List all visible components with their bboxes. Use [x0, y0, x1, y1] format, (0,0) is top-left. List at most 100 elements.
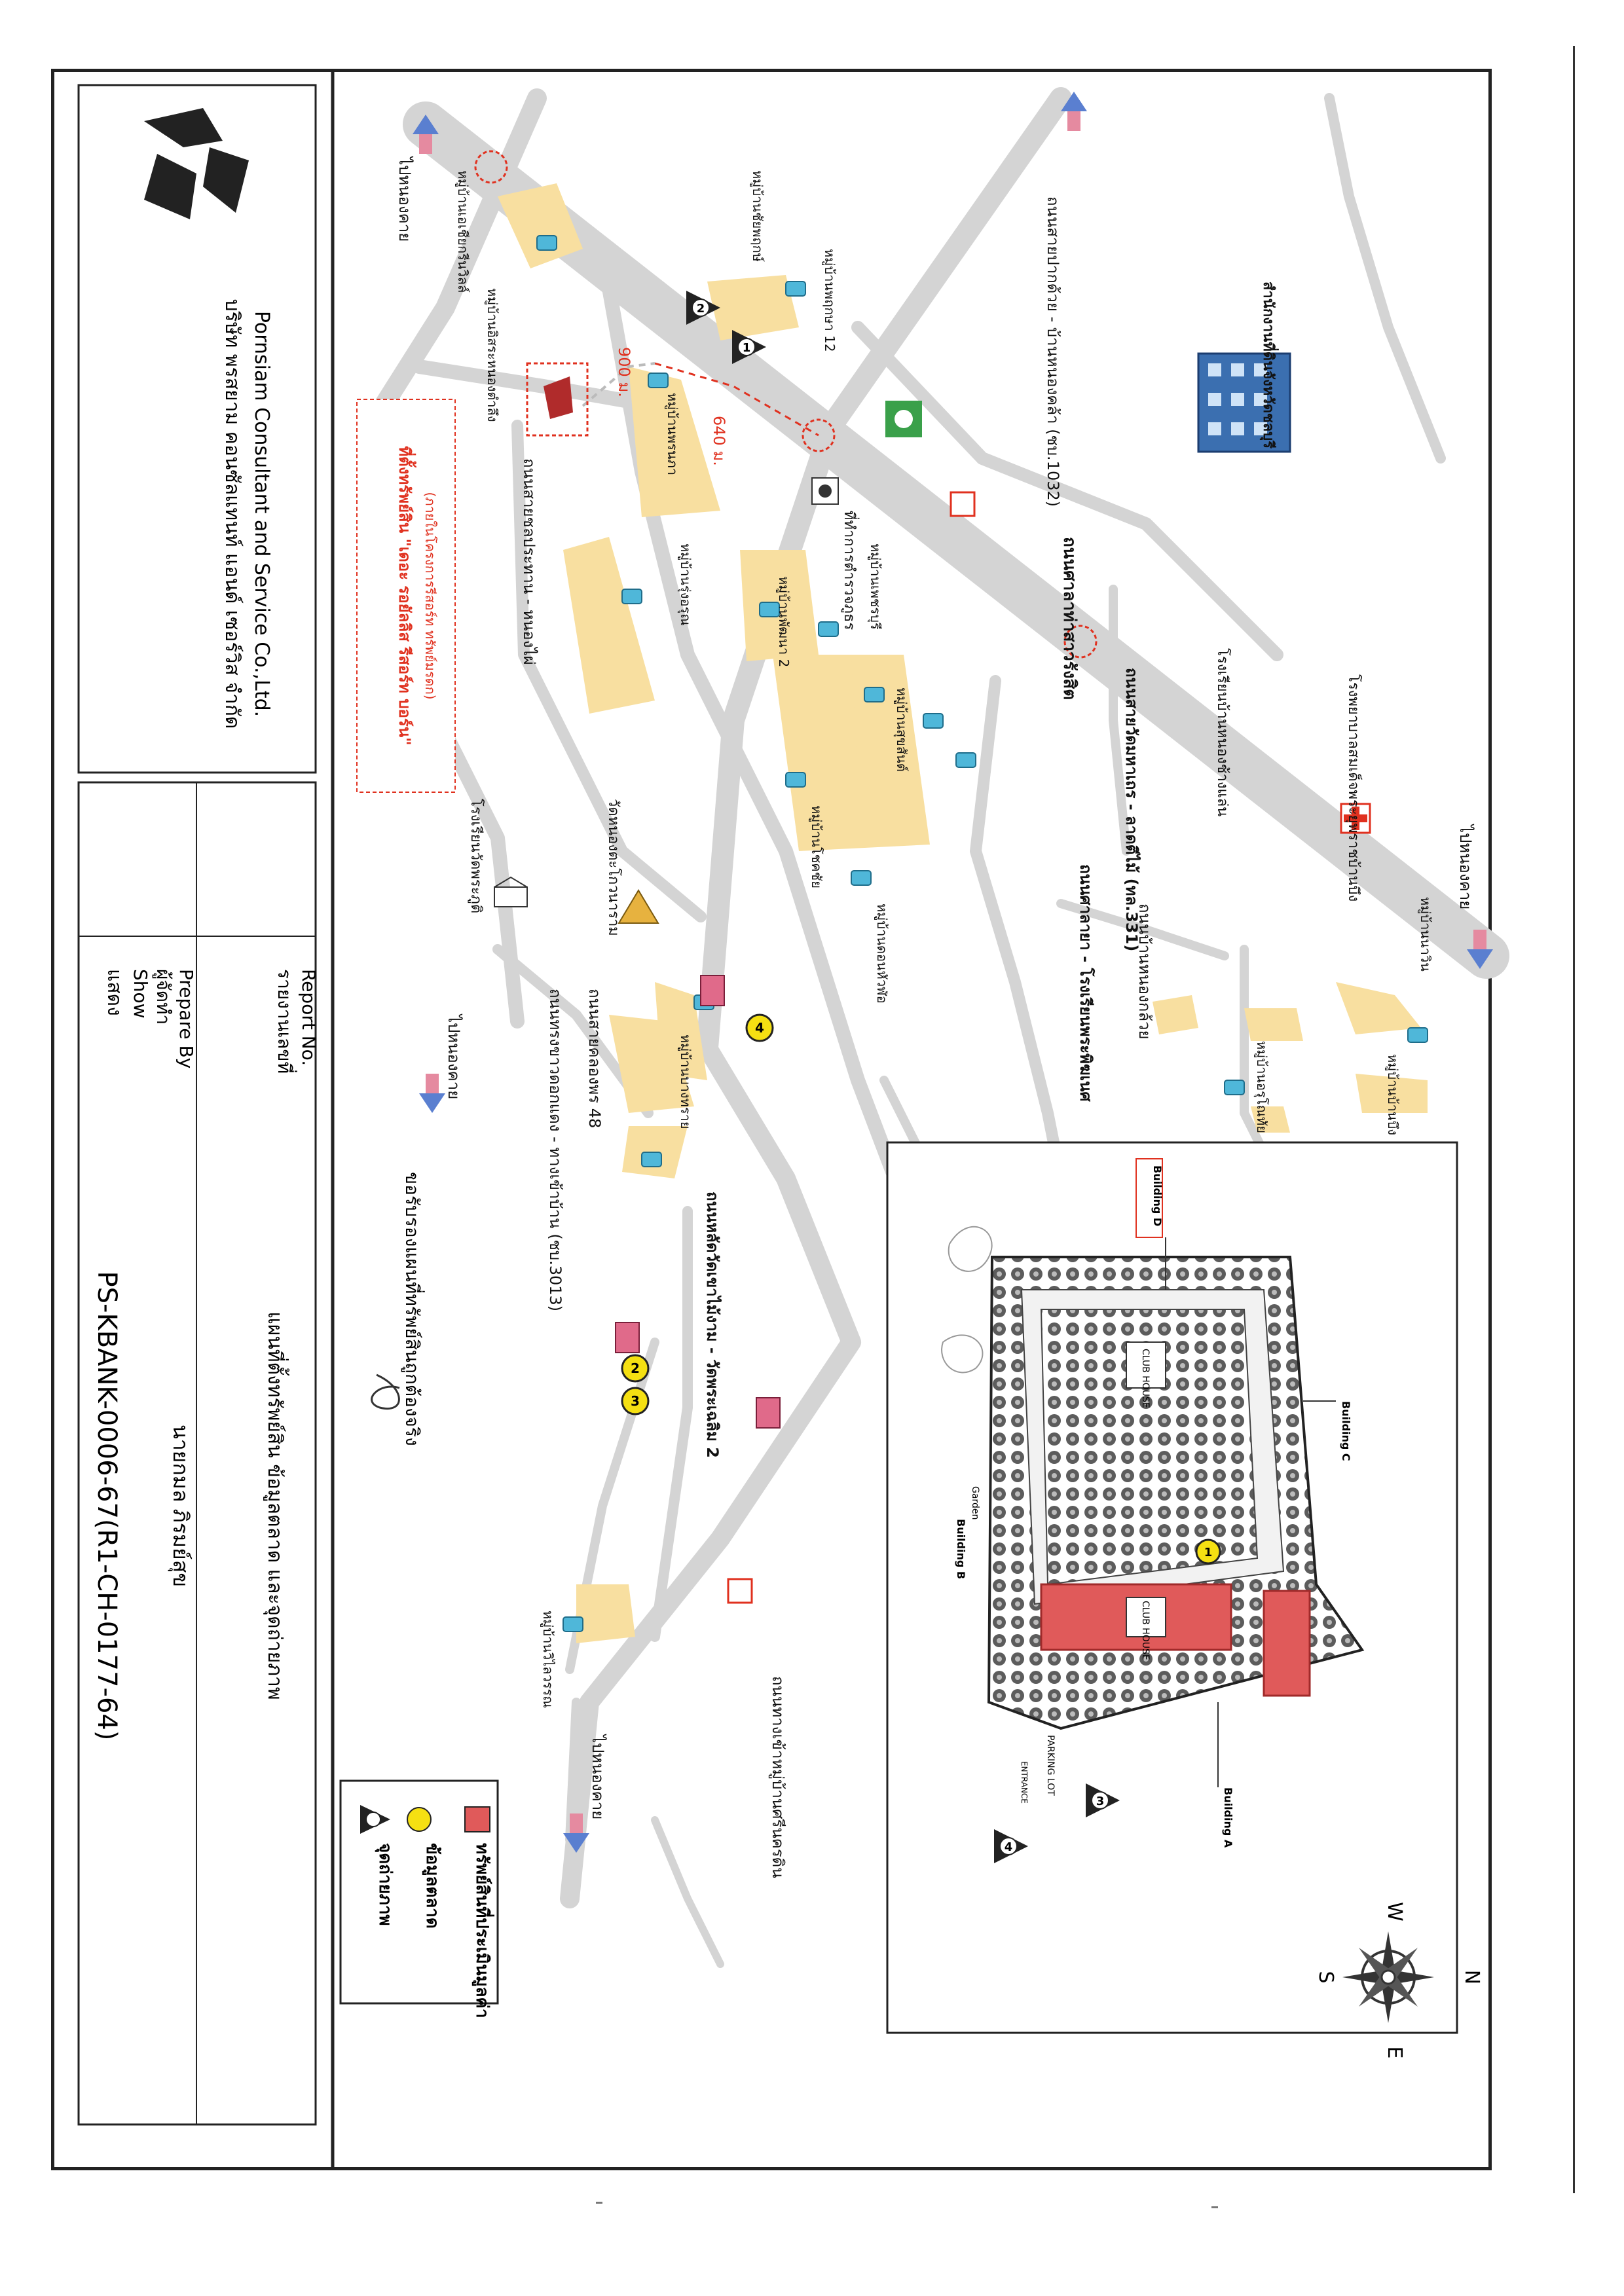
- village-label-15: หมู่บ้านวิไลวรรณ: [540, 1611, 556, 1708]
- legend-photo-swatch: [360, 1805, 390, 1834]
- parking-label: PARKING LOT: [1045, 1735, 1056, 1796]
- road-label-to-3: ไปหนองคาย: [589, 1734, 607, 1819]
- village-label-8: หมู่บ้านสุขสันต์: [893, 687, 910, 772]
- village-label-6: หมู่บ้านพัฒนา 2: [775, 576, 792, 667]
- market-pin-3: 3: [621, 1387, 650, 1415]
- compass-s: S: [1314, 1971, 1337, 1983]
- village-label-7: หมู่บ้านเพชรบุรี: [867, 543, 883, 630]
- show-label-thai: แสดง: [103, 969, 126, 1016]
- road-label-331: ถนนสายวัดมหาเถร - ลาดตีไม้ (ทล.331): [1122, 668, 1141, 951]
- distance-640: 640 ม.: [710, 416, 728, 466]
- road-label-r3013: ถนนทรงขาวดอกแดง - ทางเข้าบ้าน (ชบ.3013): [546, 989, 564, 1311]
- place-labels: สำนักงานที่ดินจังหวัดชลบุรี โรงพยาบาลสมเ…: [468, 282, 1363, 936]
- village-label-12: หมู่บ้านอรุโณทัย: [1253, 1041, 1270, 1133]
- legend-subject: ทรัพย์สินที่ประเมินมูลค่า: [471, 1843, 495, 2018]
- place-school-1: โรงเรียนบ้านหนองช้างแล่น: [1214, 648, 1231, 816]
- school-icon: [494, 876, 528, 907]
- place-temple: วัดหนองตะโกวนาราม: [605, 799, 622, 936]
- photo-point-1: 1: [732, 330, 766, 364]
- village-label-10: หมู่บ้านดอนหัวฬ่อ: [874, 903, 890, 1004]
- condo-icons: [615, 975, 781, 1429]
- market-pin-4: 4: [745, 1013, 774, 1042]
- village-label-0: หมู่บ้านเอเชียกรีนวิลล์: [454, 170, 471, 293]
- garden-label: Garden: [970, 1486, 980, 1520]
- report-label-en: Report No.: [298, 969, 320, 1066]
- distance-900: 900 ม.: [615, 347, 633, 397]
- office-building-icon: [1197, 352, 1291, 453]
- photo-point-2: 2: [686, 291, 720, 325]
- photo-point-2-num: 2: [697, 302, 705, 316]
- road-label-1032: ถนนสายปากด้วย - บ้านหนองคล้า (ชบ.1032): [1044, 196, 1062, 507]
- show-label-en: Show: [130, 969, 151, 1019]
- road-label-to-4: ไปหนองคาย: [1456, 824, 1475, 909]
- legend-market-swatch: [407, 1807, 432, 1832]
- road-label-to-2: ไปหนองคาย: [445, 1013, 463, 1099]
- green-logo-icon: [885, 401, 922, 437]
- prepare-label-thai: ผู้จัดทำ: [152, 969, 174, 1025]
- village-label-9: หมู่บ้านโชคชัย: [808, 805, 824, 888]
- police-icon: [811, 477, 839, 505]
- plan-market-pin-1: 1: [1195, 1539, 1221, 1565]
- compass-e: E: [1383, 2047, 1406, 2059]
- club-house-label-2: CLUB HOUSE: [1140, 1601, 1151, 1660]
- compass-n: N: [1460, 1970, 1483, 1984]
- scan-mark: [596, 2202, 602, 2204]
- place-police: ที่ทำการตำรวจภูธร: [841, 511, 860, 630]
- road-labels: ถนนศาลาท่าสาวรังสิต ถนนสายวัดมหาเถร - ลา…: [396, 156, 1475, 1878]
- junctions: [474, 150, 1098, 659]
- map-sheet: [51, 69, 1492, 2170]
- route-lines: 900 ม. 640 ม.: [581, 347, 819, 466]
- plan-photo-point-3-num: 3: [1096, 1795, 1105, 1808]
- building-a-label: Building A: [1222, 1787, 1234, 1848]
- subject-sublabel: (ภายในโครงการรีสอร์ท ทรัพย์มรดก): [422, 492, 438, 700]
- entrance-label: ENTRANCE: [1020, 1761, 1029, 1804]
- village-label-5: หมู่บ้านรุ่งอรุณ: [677, 543, 693, 626]
- road-label-nong-pla: ถนนทางเข้าหมู่บ้านศรีนครดิน: [768, 1676, 787, 1878]
- legend: ทรัพย์สินที่ประเมินมูลค่า ข้อมูลตลาด จุด…: [339, 1779, 499, 2018]
- plan-photo-point-4-num: 4: [1005, 1840, 1013, 1854]
- hospital-icon: [1340, 803, 1371, 834]
- subject-location: ที่ตั้งทรัพย์สิน "เดอะ รอยัลลิส รีสอร์ท …: [356, 362, 589, 793]
- road-label-mueang: ถนนศาลายา - โรงเรียนพระพิฆเนศ: [1077, 864, 1096, 1102]
- building-b-label: Building B: [955, 1519, 967, 1579]
- building-d-label: Building D: [1151, 1165, 1164, 1226]
- club-house-label-1: CLUB HOUSE: [1140, 1349, 1151, 1408]
- building-c-label: Building C: [1340, 1401, 1352, 1461]
- plan-photo-point-4: 4: [994, 1829, 1028, 1863]
- title-block: บริษัท พรสยาม คอนซัลแทนท์ แอนด์ เซอร์วิส…: [92, 108, 320, 1740]
- legend-market: ข้อมูลตลาด: [422, 1843, 442, 1929]
- temple-icon: [618, 889, 659, 924]
- market-pin-2-num: 2: [631, 1360, 640, 1376]
- compass-w: W: [1383, 1902, 1406, 1922]
- signature-mark: [371, 1374, 400, 1410]
- place-school-2: โรงเรียนวัดพระภูติ: [468, 799, 485, 913]
- scan-mark: [1211, 2206, 1218, 2208]
- village-label-14: หมู่บ้านบ้านบึง: [1384, 1054, 1401, 1135]
- landmark-icon: [950, 491, 976, 517]
- place-hospital: โรงพยาบาลสมเด็จพระยุพราชบ้านบึง: [1345, 674, 1363, 902]
- village-label-2: หมู่บ้านชัยพฤกษ์: [749, 170, 766, 262]
- plan-photo-point-3: 3: [1086, 1783, 1120, 1817]
- road-label-main: ถนนศาลาท่าสาวรังสิต: [1060, 537, 1079, 700]
- show-value: แผนที่ตั้งทรัพย์สิน ข้อมูลตลาด และจุดถ่า…: [263, 1311, 289, 1700]
- village-label-11: หมู่บ้านบางทราย: [677, 1034, 693, 1129]
- photo-point-1-num: 1: [743, 341, 751, 355]
- subject-label: ที่ตั้งทรัพย์สิน "เดอะ รอยัลลิส รีสอร์ท …: [396, 446, 417, 745]
- legend-photo: จุดถ่ายภาพ: [375, 1843, 395, 1926]
- village-label-13: หมู่บ้านนาวิน: [1417, 897, 1433, 972]
- report-value: PS-KBANK-0006-67(R1-CH-0177-64): [92, 1271, 122, 1741]
- village-blocks: [498, 183, 1428, 1643]
- road-label-khoke: ถนนหลัดวัดเขาไม้งาม - วัดพระเฉลิม 2: [703, 1192, 722, 1458]
- company-name-thai: บริษัท พรสยาม คอนซัลแทนท์ แอนด์ เซอร์วิส…: [221, 299, 244, 729]
- prepare-value: นายกมล ภิรมย์สุข: [168, 1425, 193, 1587]
- direction-arrows: [413, 92, 1493, 1853]
- village-label-1: หมู่บ้านอิสระหนองตำลึง: [484, 288, 500, 422]
- market-pin-3-num: 3: [631, 1393, 640, 1409]
- road-label-to-1: ไปหนองคาย: [396, 156, 414, 242]
- report-label-thai: รายงานเลขที่: [274, 969, 297, 1074]
- road-label-48: ถนนสายคลองพร 48: [585, 989, 604, 1128]
- village-label-3: หมู่บ้านพฤกษา 12: [821, 249, 838, 352]
- company-logo: [144, 108, 249, 219]
- market-pin-2: 2: [621, 1354, 650, 1383]
